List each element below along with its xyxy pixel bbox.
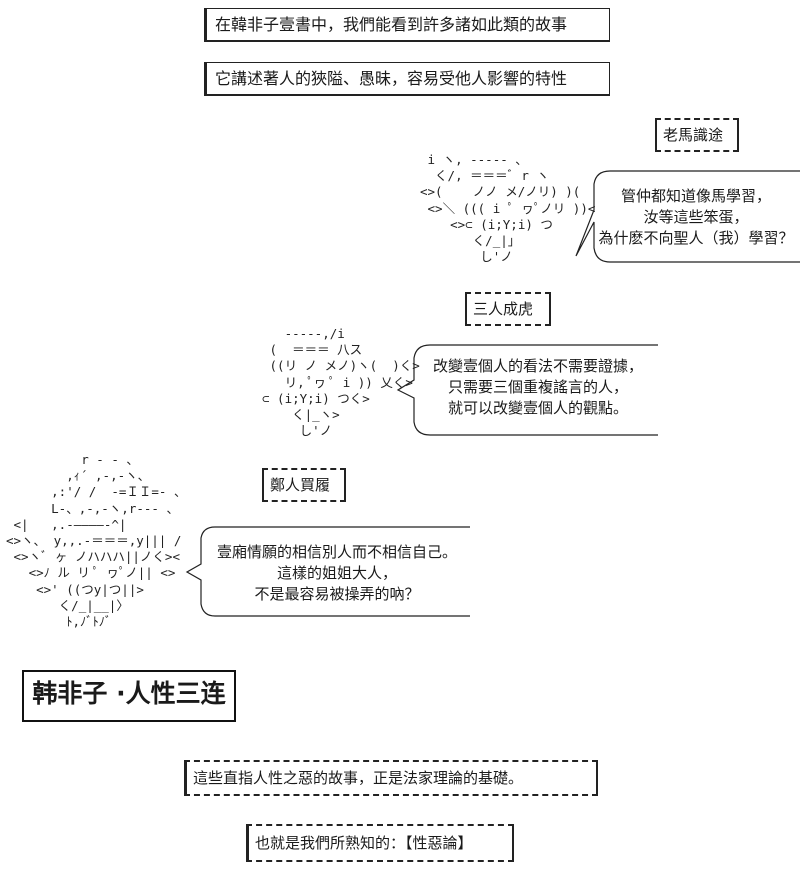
story1-bubble-line-1: 管仲都知道像馬學習， bbox=[620, 187, 771, 205]
story3-label-text: 鄭人買履 bbox=[270, 476, 331, 494]
story1-speech-bubble bbox=[575, 170, 800, 263]
story1-bubble-line-3: 為什麽不向聖人（我）學習？ bbox=[598, 229, 794, 247]
story3-label: 鄭人買履 bbox=[262, 468, 346, 502]
story1-label: 老馬識途 bbox=[655, 118, 739, 152]
conclusion-box-1: 這些直指人性之惡的故事，正是法家理論的基礎。 bbox=[184, 760, 598, 796]
intro-box-1: 在韓非子壹書中，我們能看到許多諸如此類的故事 bbox=[204, 8, 610, 42]
story3-bubble-line-2: 這樣的姐姐大人， bbox=[276, 564, 397, 582]
story3-speech-bubble bbox=[185, 526, 470, 617]
story2-bubble-line-2: 只需要三個重複謠言的人， bbox=[447, 378, 628, 396]
story2-bubble-text: 改變壹個人的看法不需要證據， 只需要三個重複謠言的人， 就可以改變壹個人的觀點。 bbox=[418, 356, 658, 419]
story1-label-text: 老馬識途 bbox=[663, 126, 724, 144]
story2-label-text: 三人成虎 bbox=[473, 300, 534, 318]
story3-bubble-text: 壹廂情願的相信別人而不相信自己。 這樣的姐姐大人， 不是最容易被操弄的吶？ bbox=[202, 542, 472, 605]
conclusion-line-2: 也就是我們所熟知的：【性惡論】 bbox=[255, 834, 473, 852]
story3-character-art: r ‐ ‐ 、 ,ｨ´ ,‐,‐ヽ、 ,:'/ / ‐=ＩＩ=- 、 L-、,-… bbox=[6, 452, 187, 630]
intro-line-1: 在韓非子壹書中，我們能看到許多諸如此類的故事 bbox=[215, 15, 568, 34]
page-title-text: 韩非子 ·人性三连 bbox=[32, 679, 226, 708]
story2-character-art: -‐-‐-,/i ( ＝＝＝ 八ス ((リ ノ メノ)ヽ( )く> リ, ﾟヮ … bbox=[262, 326, 420, 439]
conclusion-line-1: 這些直指人性之惡的故事，正是法家理論的基礎。 bbox=[193, 769, 524, 787]
intro-line-2: 它講述著人的狹隘、愚昧，容易受他人影響的特性 bbox=[215, 69, 568, 88]
conclusion-box-2: 也就是我們所熟知的：【性惡論】 bbox=[246, 824, 514, 862]
story1-bubble-line-2: 汝等這些笨蛋， bbox=[643, 208, 749, 226]
story1-character-art: i ヽ, -‐-‐- 、 く/, ＝＝＝ﾞ r ヽ <>( ノノ メ/ノリ) )… bbox=[420, 152, 596, 265]
story1-bubble-text: 管仲都知道像馬學習， 汝等這些笨蛋， 為什麽不向聖人（我）學習？ bbox=[596, 186, 796, 249]
story2-speech-bubble bbox=[396, 344, 658, 436]
intro-box-2: 它講述著人的狹隘、愚昧，容易受他人影響的特性 bbox=[204, 62, 610, 96]
story2-label: 三人成虎 bbox=[465, 292, 551, 326]
story3-bubble-line-3: 不是最容易被操弄的吶？ bbox=[254, 585, 420, 603]
story2-bubble-line-3: 就可以改變壹個人的觀點。 bbox=[447, 399, 628, 417]
story2-bubble-line-1: 改變壹個人的看法不需要證據， bbox=[432, 357, 643, 375]
story3-bubble-line-1: 壹廂情願的相信別人而不相信自己。 bbox=[216, 543, 457, 561]
page-title: 韩非子 ·人性三连 bbox=[22, 670, 236, 722]
